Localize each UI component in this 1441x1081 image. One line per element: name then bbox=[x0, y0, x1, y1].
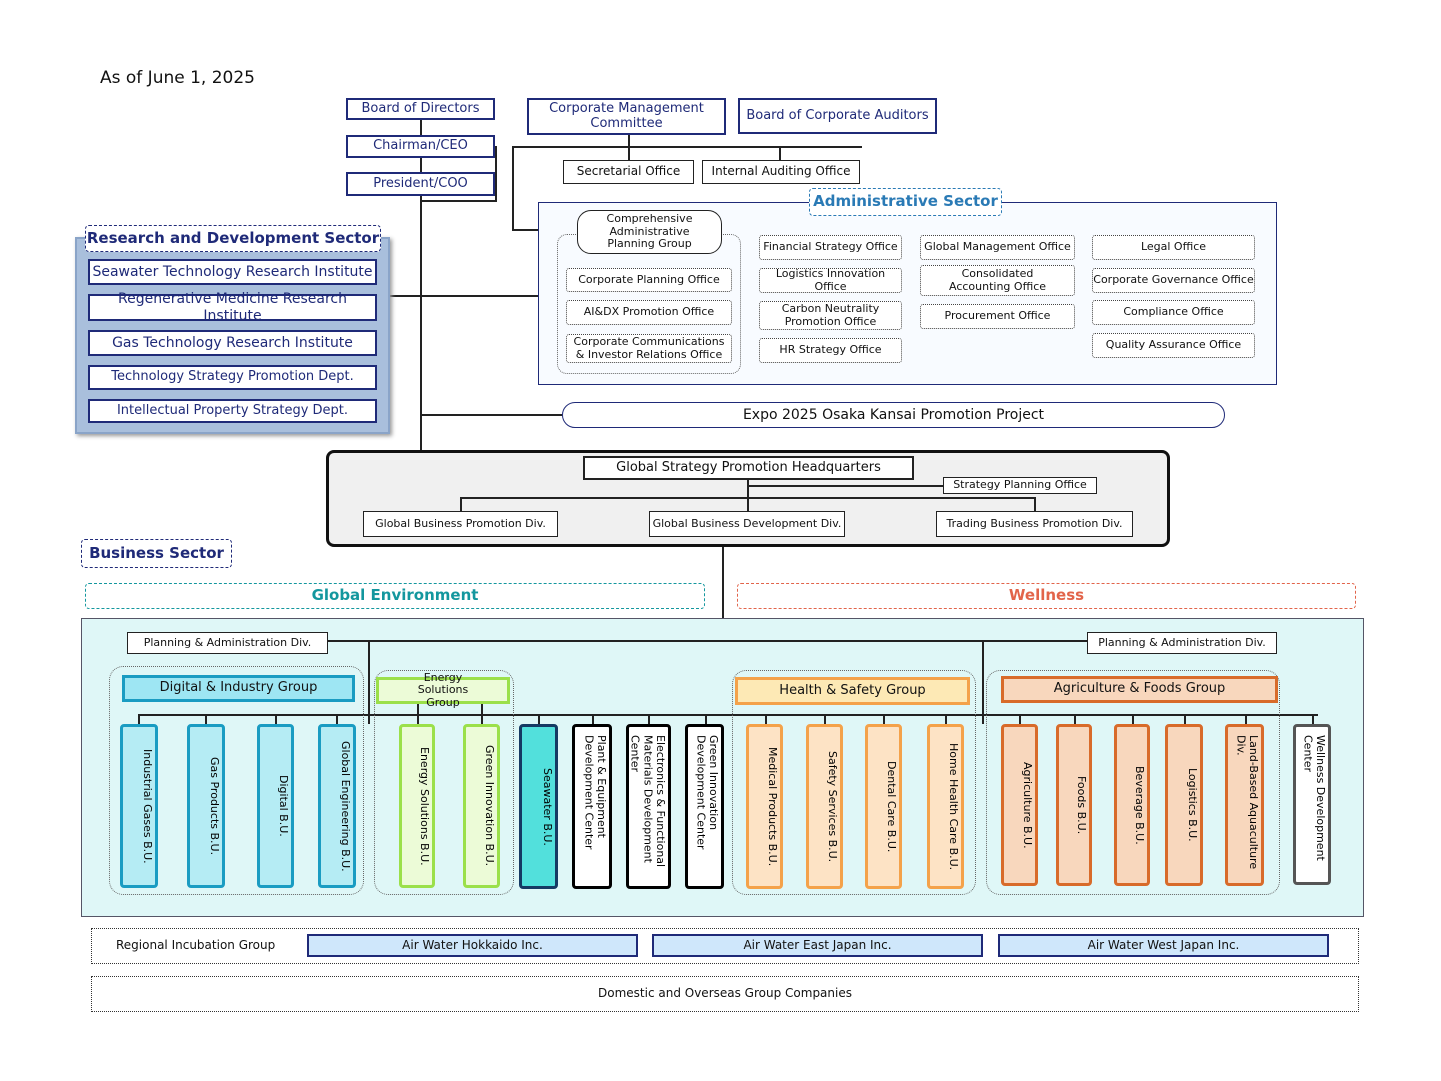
internal-auditing-office: Internal Auditing Office bbox=[702, 160, 860, 184]
secretarial-office: Secretarial Office bbox=[563, 160, 694, 184]
agriculture-foods-group: Agriculture & Foods Group bbox=[1001, 676, 1278, 703]
digital-industry-group: Digital & Industry Group bbox=[122, 675, 355, 702]
admin-office: Consolidated Accounting Office bbox=[920, 265, 1075, 296]
rnd-item: Technology Strategy Promotion Dept. bbox=[88, 365, 377, 390]
admin-office: Quality Assurance Office bbox=[1092, 333, 1255, 358]
admin-office: Corporate Governance Office bbox=[1092, 268, 1255, 293]
rnd-item: Regenerative Medicine Research Institute bbox=[88, 291, 377, 324]
health-safety-group: Health & Safety Group bbox=[735, 677, 970, 705]
admin-office: Procurement Office bbox=[920, 304, 1075, 329]
digital-group-frame bbox=[109, 666, 364, 895]
admin-office: Logistics Innovation Office bbox=[759, 267, 902, 293]
rnd-item: Seawater Technology Research Institute bbox=[88, 259, 377, 285]
admin-office: Compliance Office bbox=[1092, 300, 1255, 325]
business-unit: Home Health Care B.U. bbox=[927, 724, 964, 889]
wellness-banner: Wellness bbox=[737, 583, 1356, 609]
business-unit: Green Innovation B.U. bbox=[463, 724, 500, 888]
wellness-development-center: Wellness Development Center bbox=[1293, 724, 1331, 885]
business-unit: Energy Solutions B.U. bbox=[399, 724, 435, 888]
development-center: Plant & Equipment Development Center bbox=[572, 724, 612, 889]
planning-admin-div-left: Planning & Administration Div. bbox=[127, 632, 328, 654]
expo-project: Expo 2025 Osaka Kansai Promotion Project bbox=[562, 402, 1225, 428]
corporate-management-committee: Corporate Management Committee bbox=[527, 98, 726, 135]
health-group-frame bbox=[732, 670, 976, 895]
regional-company: Air Water West Japan Inc. bbox=[998, 934, 1329, 957]
business-unit: Industrial Gases B.U. bbox=[120, 724, 158, 888]
gsph-div: Global Business Promotion Div. bbox=[363, 511, 558, 537]
business-unit: Dental Care B.U. bbox=[865, 724, 902, 889]
energy-solutions-group: Energy Solutions Group bbox=[376, 671, 510, 709]
admin-office: Global Management Office bbox=[920, 235, 1075, 260]
planning-admin-div-right: Planning & Administration Div. bbox=[1087, 632, 1277, 654]
gsph-div: Trading Business Promotion Div. bbox=[936, 511, 1133, 537]
strategy-planning-office: Strategy Planning Office bbox=[943, 477, 1097, 494]
development-center: Green Innovation Development Center bbox=[685, 724, 724, 889]
business-unit: Land-Based Aquaculture Div. bbox=[1225, 724, 1264, 886]
admin-sector-title: Administrative Sector bbox=[809, 188, 1002, 216]
business-unit: Global Engineering B.U. bbox=[318, 724, 356, 888]
regional-incubation-label: Regional Incubation Group bbox=[116, 938, 276, 952]
business-unit: Digital B.U. bbox=[257, 724, 294, 888]
rnd-item: Gas Technology Research Institute bbox=[88, 330, 377, 356]
development-center: Electronics & Functional Materials Devel… bbox=[626, 724, 671, 889]
regional-company: Air Water East Japan Inc. bbox=[652, 934, 983, 957]
business-sector-title: Business Sector bbox=[81, 539, 232, 568]
as-of-date: As of June 1, 2025 bbox=[100, 68, 255, 88]
chairman-ceo: Chairman/CEO bbox=[346, 135, 495, 158]
admin-office: HR Strategy Office bbox=[759, 338, 902, 363]
seawater-bu: Seawater B.U. bbox=[519, 724, 558, 889]
energy-group-frame bbox=[374, 670, 514, 895]
president-coo: President/COO bbox=[346, 172, 495, 196]
group-companies: Domestic and Overseas Group Companies bbox=[91, 976, 1359, 1012]
admin-office: Legal Office bbox=[1092, 235, 1255, 260]
admin-office: Corporate Communications & Investor Rela… bbox=[566, 334, 732, 363]
rnd-sector-title: Research and Development Sector bbox=[85, 225, 381, 252]
agri-group-frame bbox=[986, 670, 1280, 895]
business-unit: Foods B.U. bbox=[1056, 724, 1092, 886]
global-environment-banner: Global Environment bbox=[85, 583, 705, 609]
business-unit: Safety Services B.U. bbox=[806, 724, 843, 889]
admin-office: Financial Strategy Office bbox=[759, 235, 902, 260]
gsph-title: Global Strategy Promotion Headquarters bbox=[583, 456, 914, 480]
rnd-item: Intellectual Property Strategy Dept. bbox=[88, 399, 377, 423]
admin-office: Corporate Planning Office bbox=[566, 268, 732, 292]
business-unit: Medical Products B.U. bbox=[746, 724, 783, 889]
business-unit: Agriculture B.U. bbox=[1001, 724, 1038, 886]
business-unit: Beverage B.U. bbox=[1114, 724, 1150, 886]
board-of-corporate-auditors: Board of Corporate Auditors bbox=[738, 98, 937, 134]
admin-planning-group: Comprehensive Administrative Planning Gr… bbox=[577, 210, 722, 254]
business-unit: Logistics B.U. bbox=[1165, 724, 1203, 886]
admin-office: AI&DX Promotion Office bbox=[566, 300, 732, 325]
board-of-directors: Board of Directors bbox=[346, 98, 495, 120]
regional-company: Air Water Hokkaido Inc. bbox=[307, 934, 638, 957]
gsph-div: Global Business Development Div. bbox=[649, 511, 845, 537]
admin-office: Carbon Neutrality Promotion Office bbox=[759, 301, 902, 330]
business-unit: Gas Products B.U. bbox=[187, 724, 225, 888]
regional-incubation-frame bbox=[91, 928, 1359, 964]
